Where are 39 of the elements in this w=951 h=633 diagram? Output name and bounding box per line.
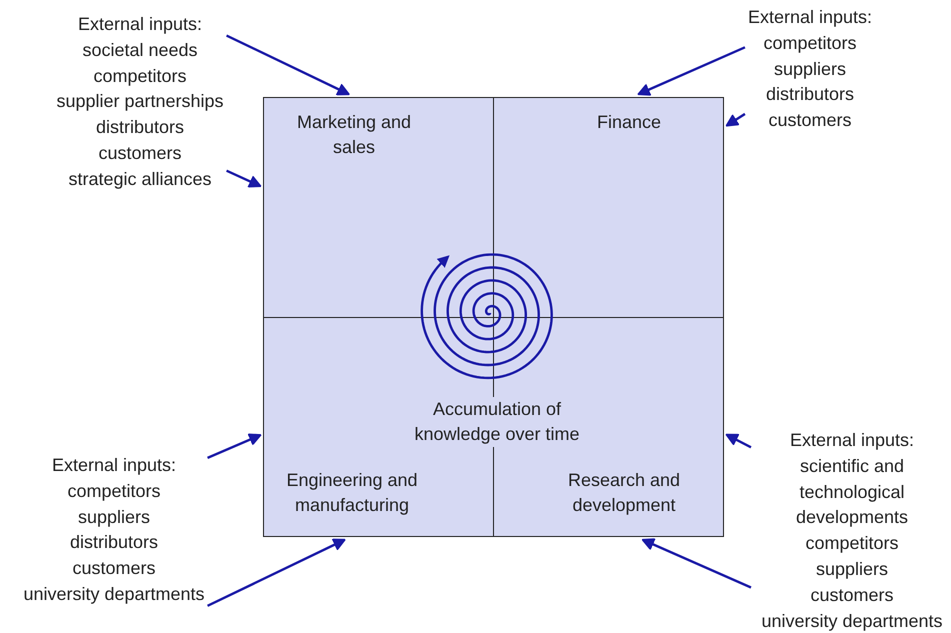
arrow: [637, 46, 746, 96]
input-item: competitors: [762, 32, 858, 55]
knowledge-square: [263, 97, 724, 537]
input-item: suppliers: [814, 558, 890, 581]
input-item: customers: [767, 109, 852, 132]
input-item: customers: [809, 584, 895, 607]
arrow: [226, 34, 350, 96]
arrow: [725, 112, 746, 127]
quadrant-panel: [493, 97, 724, 318]
input-item: distributors: [764, 83, 855, 106]
input-item: customers: [71, 557, 157, 580]
arrow: [226, 170, 262, 188]
input-item: strategic alliances: [67, 168, 213, 191]
quadrant-panel: [263, 97, 494, 318]
quadrant-title: Research and development: [566, 469, 682, 517]
center-caption: Accumulation of knowledge over time: [414, 399, 580, 444]
input-item: university departments: [760, 610, 944, 633]
input-item: competitors: [92, 64, 188, 88]
quadrant-title: Marketing and sales: [296, 111, 412, 159]
input-heading: External inputs:: [748, 6, 872, 29]
input-item: competitors: [66, 480, 162, 503]
input-item: customers: [97, 142, 183, 165]
arrow: [207, 433, 262, 459]
input-item: societal needs: [81, 38, 199, 62]
input-heading: External inputs:: [50, 454, 178, 477]
input-heading: External inputs:: [76, 13, 204, 36]
arrow: [207, 538, 346, 607]
input-heading: External inputs:: [788, 429, 916, 452]
arrow: [725, 434, 752, 448]
quadrant-title: Finance: [596, 111, 662, 134]
input-item: suppliers: [76, 506, 152, 529]
input-item: suppliers: [772, 58, 848, 81]
input-item: distributors: [94, 116, 186, 140]
input-item: distributors: [68, 531, 160, 554]
input-item: university departments: [23, 582, 205, 606]
input-item: supplier partnerships: [56, 90, 224, 114]
input-item: competitors: [804, 532, 900, 556]
quadrant-title: Engineering and manufacturing: [285, 469, 419, 517]
arrow: [642, 538, 752, 589]
